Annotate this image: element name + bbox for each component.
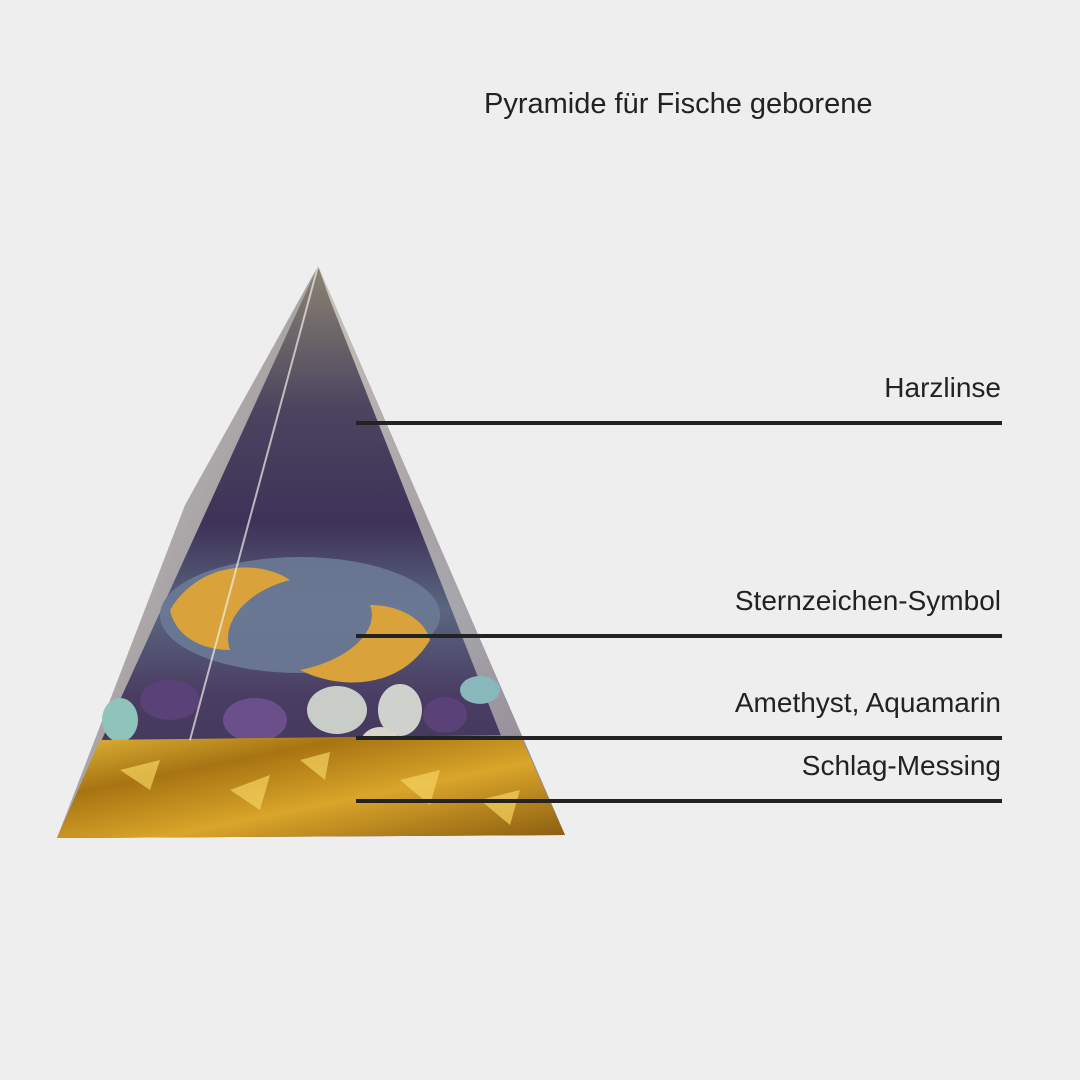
annotation-label-gemstones: Amethyst, Aquamarin — [734, 687, 1001, 718]
annotation-label-resin-lens: Harzlinse — [884, 372, 1001, 403]
page-title: Pyramide für Fische geborene — [484, 88, 873, 120]
annotation-line-gemstones — [356, 736, 1002, 740]
annotation-line-zodiac-symbol — [356, 634, 1002, 638]
annotation-label-brass-flakes: Schlag-Messing — [801, 750, 1001, 781]
annotation-label-zodiac-symbol: Sternzeichen-Symbol — [734, 585, 1001, 616]
annotation-line-resin-lens — [356, 421, 1002, 425]
annotation-line-brass-flakes — [356, 799, 1002, 803]
